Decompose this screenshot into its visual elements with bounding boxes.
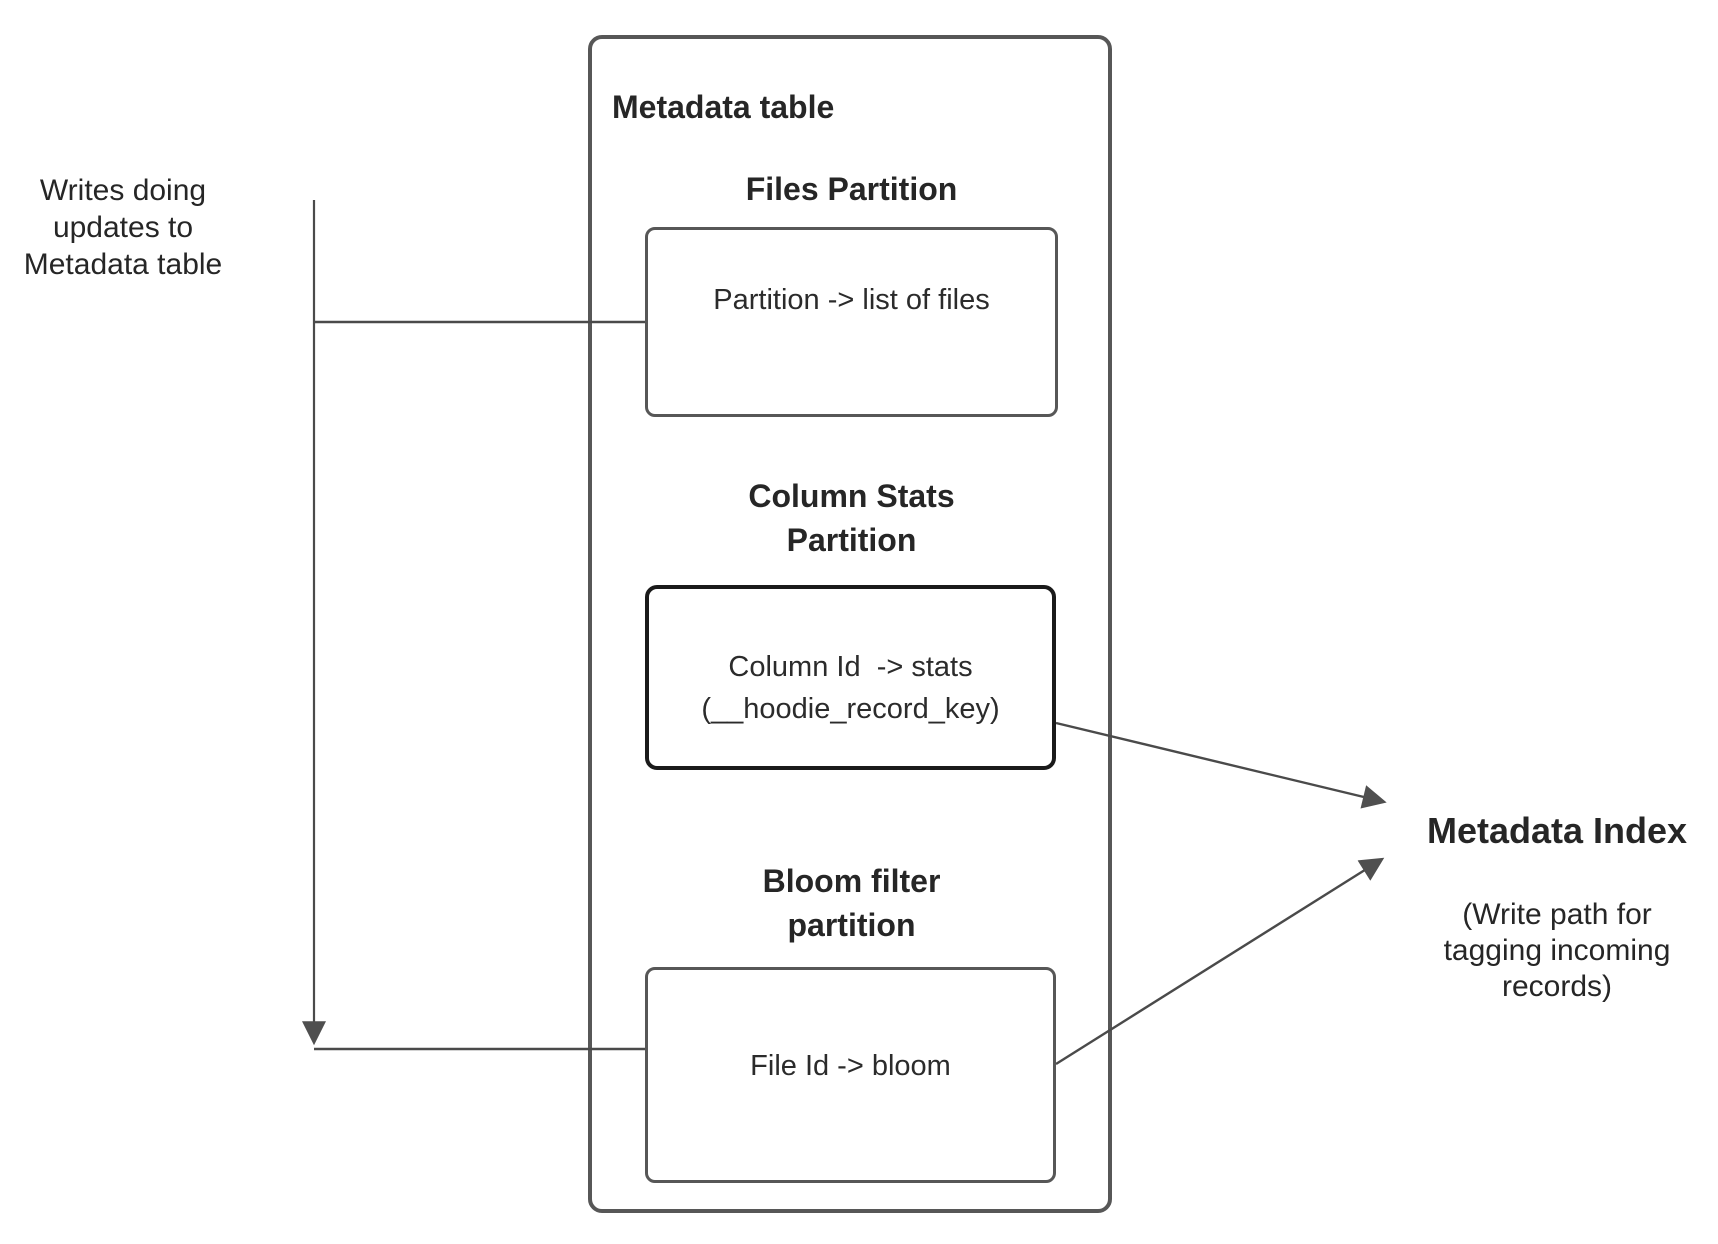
files-partition-heading: Files Partition bbox=[745, 171, 958, 207]
metadata-index-title: Metadata Index bbox=[1426, 810, 1688, 851]
files-partition-box: Partition -> list of files bbox=[645, 227, 1058, 417]
bloom-filter-partition-box: File Id -> bloom bbox=[645, 967, 1056, 1183]
column-stats-partition-heading: Column Stats Partition bbox=[748, 478, 955, 558]
column-stats-partition-mapping: Column Id -> stats (__hoodie_record_key) bbox=[701, 650, 1000, 725]
bloom-filter-partition-heading: Bloom filter partition bbox=[762, 863, 941, 943]
metadata-table-container bbox=[588, 35, 1112, 1213]
metadata-index-subtitle: (Write path for tagging incoming records… bbox=[1443, 898, 1671, 1003]
writes-updates-note: Writes doing updates to Metadata table bbox=[23, 174, 223, 281]
column-stats-partition-box: Column Id -> stats (__hoodie_record_key) bbox=[645, 585, 1056, 770]
metadata-table-title: Metadata table bbox=[612, 89, 835, 125]
column-stats-to-index-arrow bbox=[1055, 721, 1387, 809]
bloom-filter-partition-mapping: File Id -> bloom bbox=[750, 1050, 951, 1082]
bloom-to-index-arrow bbox=[1055, 857, 1385, 1066]
files-partition-mapping: Partition -> list of files bbox=[713, 284, 990, 316]
